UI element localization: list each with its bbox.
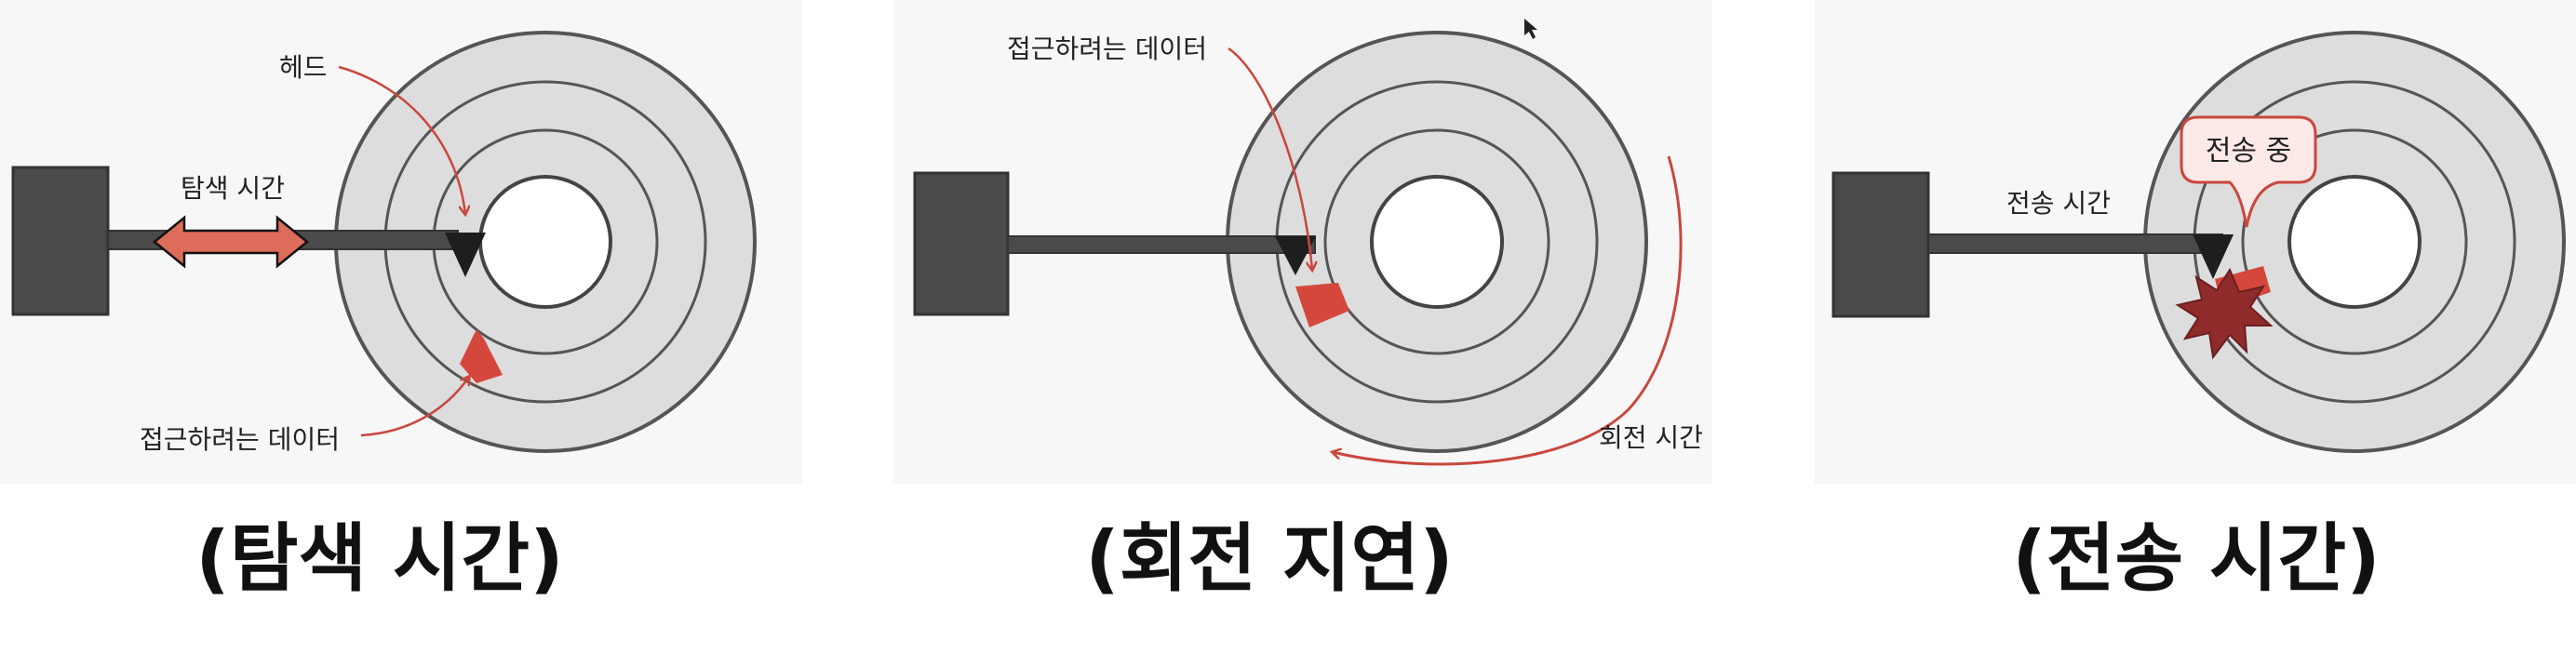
actuator-base <box>913 171 1010 316</box>
disk-platter <box>1226 31 1648 453</box>
head-triangle <box>1275 236 1316 275</box>
platter-hub <box>2288 175 2422 309</box>
head-pointer-arrow <box>338 65 465 214</box>
seek-time-arrow <box>153 215 309 269</box>
track-ring <box>1323 128 1550 355</box>
actuator-base <box>11 166 110 316</box>
panel-caption: (탐색 시간) <box>195 515 563 602</box>
disk-platter <box>334 31 757 453</box>
actuator-arm <box>913 171 1316 316</box>
actuator-base <box>1831 171 1930 318</box>
rotation-time-label: 회전 시간 <box>1599 422 1703 453</box>
head-triangle <box>2193 234 2234 279</box>
arm-rod <box>1927 233 2223 254</box>
transfer-burst-icon <box>2175 267 2274 360</box>
data-sector <box>460 329 503 383</box>
bubble-label: 전송 중 <box>2206 135 2291 167</box>
data-label: 접근하려는 데이터 <box>140 424 340 455</box>
mouse-cursor-icon <box>1524 19 1537 39</box>
platter-hub <box>1370 175 1504 309</box>
panel-caption: (회전 지연) <box>1085 515 1453 602</box>
panel-caption: (전송 시간) <box>2012 515 2380 602</box>
panel-rotational-latency: 접근하려는 데이터 회전 시간 (회전 지연) <box>893 0 1712 602</box>
head-label: 헤드 <box>279 52 328 83</box>
rotation-arc-arrow <box>1333 155 1683 466</box>
actuator-arm <box>1831 171 2234 318</box>
seek-time-label: 탐색 시간 <box>181 173 285 204</box>
speech-bubble: 전송 중 <box>2180 115 2317 228</box>
data-pointer-arrow <box>360 377 469 437</box>
platter-hub <box>478 175 612 309</box>
head-triangle <box>445 233 486 277</box>
data-sector <box>1295 283 1349 327</box>
panel-seek-time: 탐색 시간 헤드 접근하려는 데이터 (탐색 시간) <box>0 0 802 602</box>
double-arrow <box>153 215 309 269</box>
arm-rod <box>1007 235 1316 254</box>
bubble-shape <box>2180 115 2317 228</box>
panel-transfer-time: 전송 시간 전송 중 (전송 시간) <box>1815 0 2576 602</box>
data-pointer-arrow <box>1228 47 1312 270</box>
track-ring <box>2241 128 2468 355</box>
data-label: 접근하려는 데이터 <box>1007 33 1207 64</box>
transfer-time-label: 전송 시간 <box>2006 188 2111 219</box>
